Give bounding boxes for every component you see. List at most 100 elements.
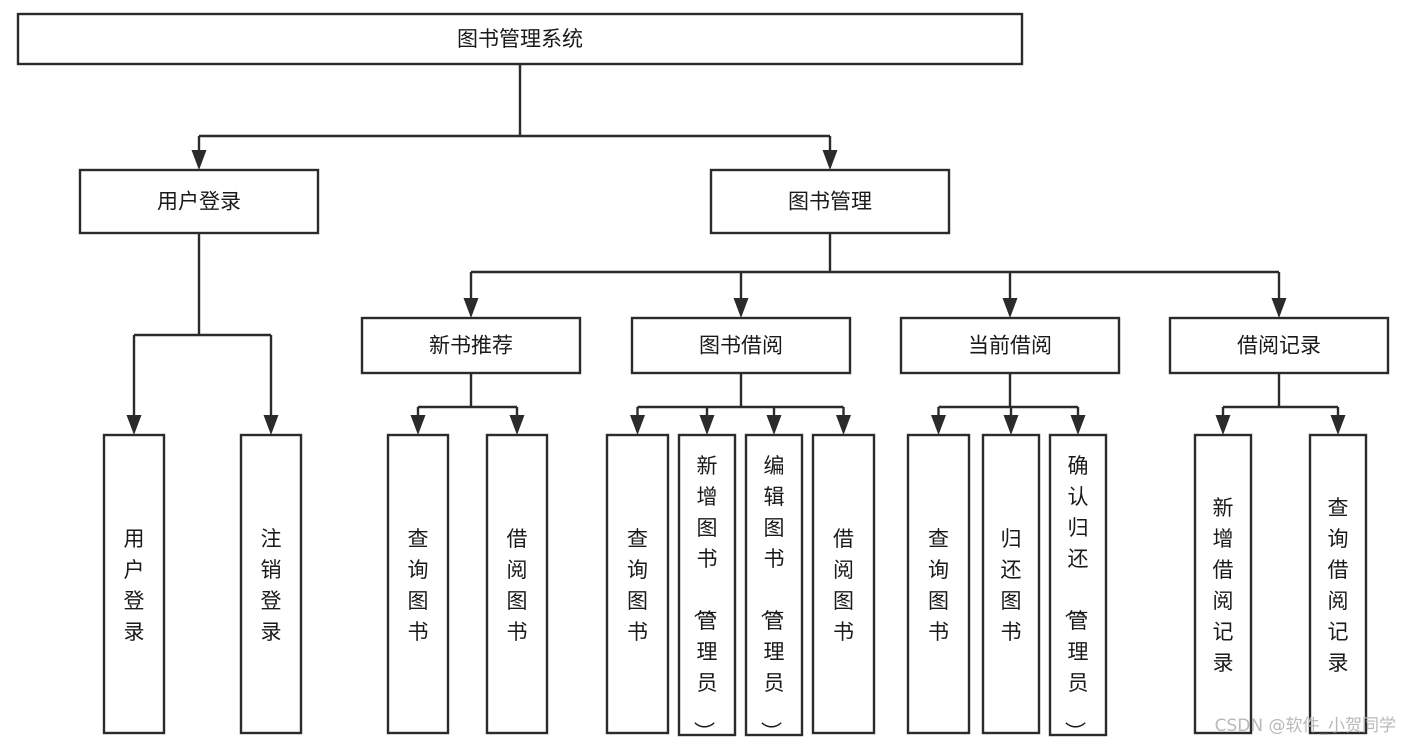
node-label-char: ）: [759, 721, 783, 742]
node-label-book-manage: 图书管理: [788, 190, 872, 214]
node-label-char: 管: [697, 609, 718, 633]
arrow-head-leaf-return: [1003, 415, 1019, 435]
node-label-char: 录: [261, 620, 282, 644]
node-box-leaf-edit-book[interactable]: [744, 433, 804, 737]
node-box-leaf-query-3[interactable]: [906, 433, 971, 735]
node-label-leaf-borrow-2: 借阅图书: [833, 527, 854, 644]
node-box-leaf-confirm[interactable]: [1048, 433, 1108, 737]
node-label-char: 查: [928, 527, 949, 551]
node-new-book-rec[interactable]: 新书推荐: [360, 316, 582, 375]
node-label-leaf-add-book: 新增图书（管理员）: [692, 454, 718, 742]
node-label-char: 归: [1068, 516, 1089, 540]
node-box-root[interactable]: [16, 12, 1024, 66]
node-leaf-add-book[interactable]: 新增图书（管理员）: [677, 433, 737, 742]
node-label-char: 记: [1213, 620, 1234, 644]
node-box-leaf-borrow-1[interactable]: [485, 433, 549, 735]
node-label-char: 书: [1001, 620, 1022, 644]
node-label-char: 员: [1068, 671, 1089, 695]
node-label-char: 借: [833, 527, 854, 551]
node-leaf-edit-book[interactable]: 编辑图书（管理员）: [744, 433, 804, 742]
node-box-leaf-add-book[interactable]: [677, 433, 737, 737]
node-label-char: 图: [627, 589, 648, 613]
arrow-head-leaf-query-2: [630, 415, 645, 435]
node-current-borrow[interactable]: 当前借阅: [899, 316, 1121, 375]
node-label-char: 录: [124, 620, 145, 644]
node-box-leaf-user-login[interactable]: [102, 433, 166, 735]
node-leaf-query-2[interactable]: 查询图书: [605, 433, 670, 735]
node-leaf-query-rec[interactable]: 查询借阅记录: [1308, 433, 1368, 735]
node-label-leaf-user-login: 用户登录: [124, 527, 145, 644]
node-leaf-logout[interactable]: 注销登录: [239, 433, 303, 735]
node-label-char: 还: [1001, 558, 1022, 582]
node-label-char: 书: [697, 547, 718, 571]
node-label-char: 新: [697, 454, 718, 478]
node-box-leaf-query-rec[interactable]: [1308, 433, 1368, 735]
node-label-char: 询: [627, 558, 648, 582]
node-label-char: 查: [1328, 496, 1349, 520]
node-label-char: 管: [1068, 609, 1089, 633]
connector-group-book-manage: [463, 233, 1287, 318]
node-label-new-book-rec: 新书推荐: [429, 334, 513, 358]
node-leaf-borrow-1[interactable]: 借阅图书: [485, 433, 549, 735]
node-label-char: ）: [1063, 721, 1087, 742]
node-label-leaf-return: 归还图书: [1001, 527, 1022, 644]
node-label-leaf-add-rec: 新增借阅记录: [1213, 496, 1234, 675]
node-box-new-book-rec[interactable]: [360, 316, 582, 375]
node-label-char: 员: [697, 671, 718, 695]
node-leaf-query-3[interactable]: 查询图书: [906, 433, 971, 735]
node-label-leaf-query-2: 查询图书: [627, 527, 648, 644]
node-label-char: 认: [1068, 485, 1089, 509]
node-box-book-manage[interactable]: [709, 168, 951, 235]
node-label-char: 借: [507, 527, 528, 551]
arrow-head-current-borrow: [1002, 298, 1018, 318]
node-borrow-record[interactable]: 借阅记录: [1168, 316, 1390, 375]
node-box-borrow-record[interactable]: [1168, 316, 1390, 375]
node-label-char: 记: [1328, 620, 1349, 644]
node-box-user-login[interactable]: [78, 168, 320, 235]
node-box-leaf-add-rec[interactable]: [1193, 433, 1253, 735]
node-box-leaf-query-2[interactable]: [605, 433, 670, 735]
node-leaf-borrow-2[interactable]: 借阅图书: [811, 433, 876, 735]
node-label-char: 阅: [1213, 589, 1234, 613]
node-label-char: 借: [1328, 558, 1349, 582]
arrow-head-new-book-rec: [463, 298, 479, 318]
node-label-char: 录: [1213, 651, 1234, 675]
node-box-leaf-borrow-2[interactable]: [811, 433, 876, 735]
node-label-char: 图: [697, 516, 718, 540]
node-leaf-confirm[interactable]: 确认归还（管理员）: [1048, 433, 1108, 742]
node-box-current-borrow[interactable]: [899, 316, 1121, 375]
node-box-leaf-query-1[interactable]: [386, 433, 450, 735]
csdn-watermark: CSDN @软件_小贺同学: [1215, 716, 1396, 736]
node-label-char: 登: [261, 589, 282, 613]
node-label-char: 辑: [764, 485, 785, 509]
node-label-root: 图书管理系统: [457, 27, 583, 51]
node-label-char: 用: [124, 527, 145, 551]
node-book-manage[interactable]: 图书管理: [709, 168, 951, 235]
node-label-char: 销: [261, 558, 282, 582]
node-leaf-query-1[interactable]: 查询图书: [386, 433, 450, 735]
node-label-book-borrow: 图书借阅: [699, 334, 783, 358]
node-label-leaf-confirm: 确认归还（管理员）: [1063, 454, 1089, 742]
node-leaf-user-login[interactable]: 用户登录: [102, 433, 166, 735]
node-label-char: 图: [833, 589, 854, 613]
node-leaf-return[interactable]: 归还图书: [981, 433, 1041, 735]
node-label-char: 阅: [833, 558, 854, 582]
node-label-char: （: [759, 597, 783, 618]
node-label-char: ）: [692, 721, 716, 742]
node-label-char: 书: [408, 620, 429, 644]
node-user-login[interactable]: 用户登录: [78, 168, 320, 235]
node-label-char: 确: [1068, 454, 1089, 478]
node-label-char: 阅: [507, 558, 528, 582]
node-label-current-borrow: 当前借阅: [968, 334, 1052, 358]
node-root[interactable]: 图书管理系统: [16, 12, 1024, 66]
arrow-head-leaf-query-rec: [1330, 415, 1346, 435]
node-book-borrow[interactable]: 图书借阅: [630, 316, 852, 375]
node-box-leaf-return[interactable]: [981, 433, 1041, 735]
node-box-book-borrow[interactable]: [630, 316, 852, 375]
node-label-leaf-logout: 注销登录: [261, 527, 282, 644]
connector-group-current-borrow: [931, 373, 1086, 435]
node-leaf-add-rec[interactable]: 新增借阅记录: [1193, 433, 1253, 735]
connector-group-borrow-record: [1215, 373, 1346, 435]
node-box-leaf-logout[interactable]: [239, 433, 303, 735]
node-label-leaf-edit-book: 编辑图书（管理员）: [759, 454, 785, 742]
